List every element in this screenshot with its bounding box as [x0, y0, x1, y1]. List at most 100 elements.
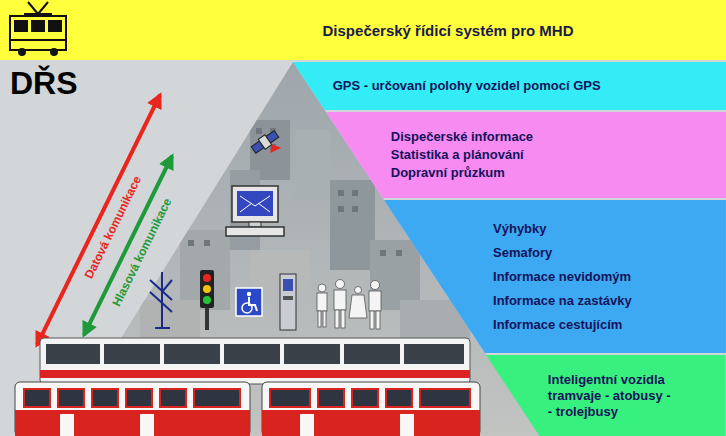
tram-illustration [24, 389, 50, 407]
people-icon [370, 311, 374, 329]
people-icon [323, 311, 326, 327]
ticket-machine [283, 279, 293, 291]
traffic-light-icon [200, 270, 214, 330]
ticket-machine [283, 296, 293, 300]
tram-icon [28, 2, 38, 14]
traffic-light-icon [203, 285, 211, 293]
tram-icon [10, 2, 66, 55]
tram-illustration [160, 389, 186, 407]
layer-band: Inteligentní vozidla tramvaje - atobusy … [486, 355, 726, 436]
traffic-light-icon [205, 308, 209, 330]
people-icon [355, 287, 362, 294]
people-icon [334, 290, 346, 310]
switch-symbol [150, 292, 172, 312]
tram-illustration [140, 414, 154, 436]
city-photo [396, 250, 402, 256]
city-photo [352, 190, 358, 196]
wheelchair-sign [236, 288, 262, 316]
city-photo [204, 240, 210, 246]
band-text-area: Dispečerské informaceStatistika a plánov… [326, 112, 726, 198]
people-icon [318, 311, 321, 327]
band-text-area: GPS - určovaní polohy vozidel pomocí GPS [293, 62, 726, 110]
tram-illustration [60, 414, 154, 436]
band-fill [384, 200, 726, 353]
switch-symbol [162, 280, 172, 292]
tram-icon [10, 39, 66, 41]
people-icon [349, 295, 367, 318]
tram-icon [24, 13, 52, 15]
bus-illustration [100, 344, 104, 364]
tram-illustration [352, 389, 378, 407]
satellite-icon [250, 129, 284, 161]
city-photo [352, 206, 358, 212]
band-text: Semafory [493, 245, 720, 261]
tram-illustration [60, 414, 74, 436]
tram-illustration [300, 414, 314, 436]
satellite-icon [267, 141, 281, 154]
tram-illustration [386, 389, 412, 407]
bus-illustration [100, 344, 404, 364]
tram-illustration [420, 389, 470, 407]
band-text-area: Inteligentní vozidla tramvaje - atobusy … [486, 355, 726, 436]
tram-illustration [15, 382, 250, 436]
layer-band: GPS - určovaní polohy vozidel pomocí GPS [293, 62, 726, 110]
city-photo [188, 240, 194, 246]
band-shape [326, 112, 726, 198]
tram-illustration [262, 410, 480, 436]
people-icon [317, 280, 381, 330]
people-icon [336, 280, 345, 289]
wheelchair-sign [247, 292, 251, 296]
wheelchair-sign [242, 303, 252, 313]
bus-illustration [400, 344, 404, 364]
tram-icon [51, 49, 57, 55]
tram-icon [10, 16, 66, 50]
band-text: Informace nevidomým [493, 269, 720, 285]
traffic-light-icon [203, 274, 211, 282]
tram-illustration [270, 389, 470, 407]
bus-illustration [280, 344, 284, 364]
traffic-light-icon [200, 270, 214, 308]
city-photo [338, 190, 344, 196]
bus-illustration [160, 344, 164, 364]
city-photo [256, 128, 262, 134]
switch-symbol [150, 272, 172, 328]
layer-band: Dispečerské informaceStatistika a plánov… [326, 112, 726, 198]
tram-illustration [270, 389, 310, 407]
band-text: Inteligentní vozidla tramvaje - atobusy … [548, 372, 675, 420]
city-photo [370, 240, 420, 310]
tram-icon [15, 21, 27, 31]
tram-illustration [126, 389, 152, 407]
people-icon [369, 291, 381, 311]
people-icon [341, 310, 345, 328]
tram-icon [19, 49, 25, 55]
computer-icon [226, 186, 284, 236]
switch-symbol [150, 280, 172, 300]
band-text: Dispečerské informace [391, 129, 720, 145]
band-text: Informace na zastávky [493, 293, 720, 309]
band-fill [293, 62, 726, 110]
band-text: Statistika a plánování [391, 147, 720, 163]
city-photo [295, 130, 330, 200]
people-icon [376, 311, 380, 329]
satellite-icon [258, 135, 271, 149]
tram-illustration [194, 389, 240, 407]
system-abbreviation: DŘS [10, 66, 78, 101]
tram-illustration [400, 414, 414, 436]
tram-icon [32, 21, 44, 31]
header-band [0, 0, 726, 60]
tram-icon [38, 2, 48, 14]
tram-illustration [262, 382, 480, 436]
tram-icon [49, 21, 61, 31]
wheelchair-sign [236, 288, 262, 316]
diagram-title: Dispečerský řídicí systém pro MHD [170, 0, 726, 60]
people-icon [317, 293, 327, 311]
tram-illustration [318, 389, 344, 407]
people-icon [371, 281, 380, 290]
bus-illustration [40, 370, 470, 378]
bus-illustration [40, 338, 470, 384]
band-text: Výhybky [493, 221, 720, 237]
band-text: GPS - určovaní polohy vozidel pomocí GPS [333, 78, 720, 94]
traffic-light-icon [203, 296, 211, 304]
city-photo [330, 180, 375, 270]
switch-symbol [155, 327, 170, 329]
